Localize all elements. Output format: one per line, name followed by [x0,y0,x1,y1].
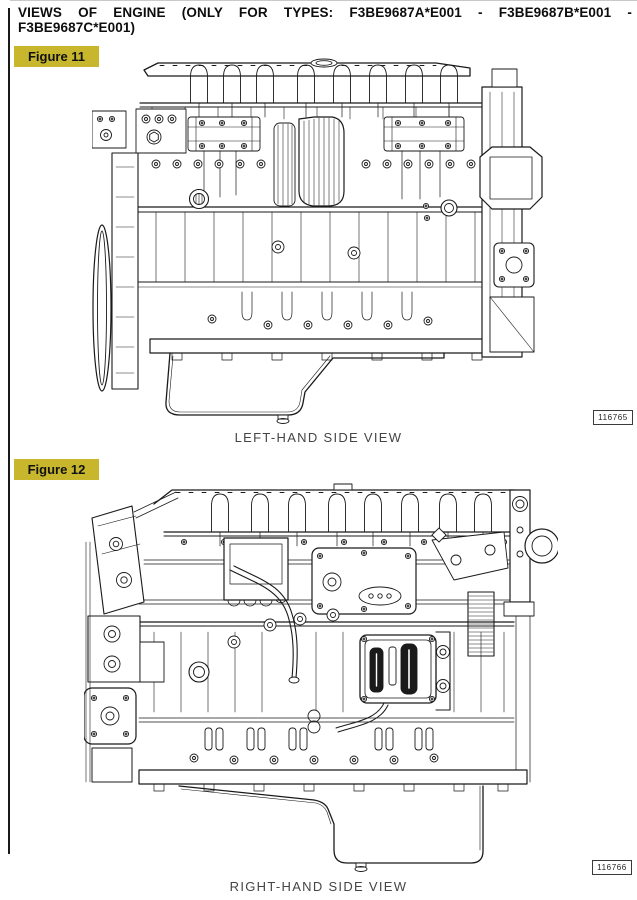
breather-pipe [229,565,300,684]
engine-right-hand-side-drawing [84,482,558,874]
oil-drain-plug [354,866,368,872]
lifting-bracket [503,489,535,617]
injector-covers [190,64,458,118]
figure-12-reference-number: 116766 [592,860,632,875]
bolt-washers [227,608,340,649]
lower-crankcase [138,717,515,765]
engine-left-view-svg [92,58,543,424]
lower-crankcase [207,291,433,330]
page-title-line1: VIEWS OF ENGINE (ONLY FOR TYPES: F3BE968… [18,5,632,20]
oil-pan [178,785,484,872]
intake-manifold [187,116,465,152]
valve-cover [143,58,471,77]
front-accessory-cluster [87,491,179,683]
timing-cover-block [135,108,187,154]
oil-pan [165,352,445,424]
ladder-frame [149,338,519,361]
engine-control-unit [359,634,437,704]
figure-11-reference-number: 116765 [593,410,633,425]
engine-right-view-svg [84,483,558,872]
ladder-frame [138,769,528,792]
ecu-bracket [435,631,451,711]
egr-cooler [273,116,345,207]
cylinder-head-rail [139,102,489,120]
page-title: VIEWS OF ENGINE (ONLY FOR TYPES: F3BE968… [18,5,632,35]
figure-11-caption: LEFT-HAND SIDE VIEW [234,430,403,445]
support-bracket [431,527,509,581]
figure-12-label: Figure 12 [14,459,99,480]
flywheel-housing [92,152,139,392]
page-title-line2: F3BE9687C*E001) [18,20,136,35]
figure-12-caption: RIGHT-HAND SIDE VIEW [229,879,408,894]
starter-motor [524,528,558,564]
engine-front-face [479,68,543,358]
rear-accessory-block [92,110,127,149]
revision-change-bar [8,8,10,854]
oil-fill-port [188,188,210,210]
oil-drain-plug [276,418,290,424]
engine-left-hand-side-drawing [92,57,552,425]
figure-11-label: Figure 11 [14,46,99,67]
pto-flange [84,687,137,783]
side-cover-plate [311,547,417,615]
crankcase-ribs [137,211,519,288]
page-top-rule [10,0,637,1]
